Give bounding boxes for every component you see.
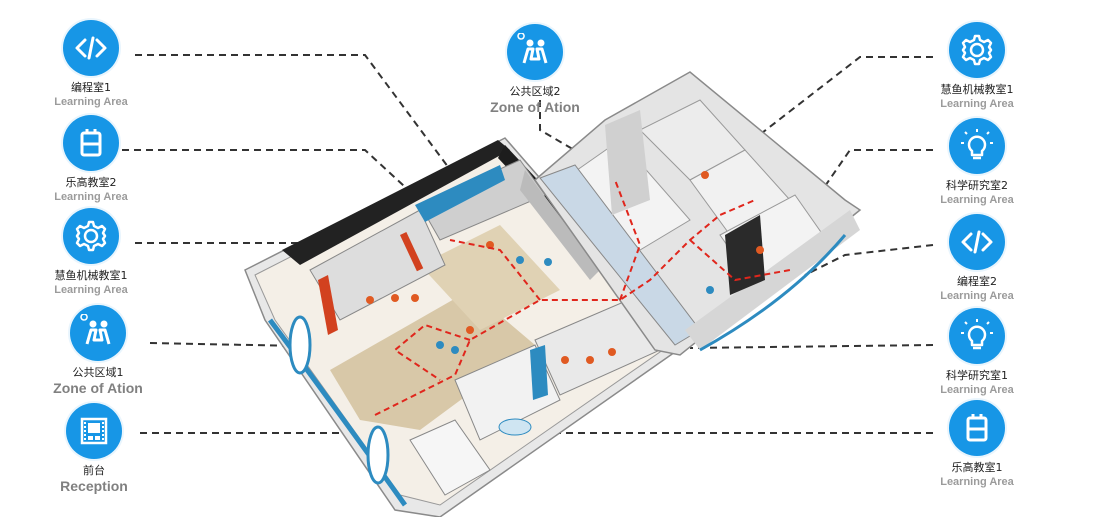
marker-fischertechnik-classroom-1-right[interactable]: 慧鱼机械教室1 Learning Area [912,22,1042,112]
marker-name: 乐高教室1 [951,461,1003,474]
marker-name: 慧鱼机械教室1 [940,83,1014,96]
marker-coding-room-2[interactable]: 编程室2 Learning Area [912,214,1042,304]
marker-name: 科学研究室1 [946,369,1008,382]
marker-name: 前台 [83,464,105,477]
marker-sub: Learning Area [54,96,128,108]
circulation-route [374,179,791,416]
code-icon [63,20,119,76]
marker-name: 乐高教室2 [65,176,117,189]
marker-name: 编程室2 [957,275,997,288]
people-icon [507,24,563,80]
lego-icon [63,115,119,171]
marker-name: 科学研究室2 [946,179,1008,192]
marker-name: 慧鱼机械教室1 [54,269,128,282]
marker-reception[interactable]: 前台 Reception [29,403,159,495]
marker-public-area-1[interactable]: 公共区域1 Zone of Ation [33,305,163,397]
marker-lego-classroom-2[interactable]: 乐高教室2 Learning Area [26,115,156,205]
marker-coding-room-1[interactable]: 编程室1 Learning Area [26,20,156,110]
marker-lego-classroom-1[interactable]: 乐高教室1 Learning Area [912,400,1042,490]
marker-name: 公共区域1 [72,366,124,379]
right-building [533,71,862,356]
marker-sub: Learning Area [940,384,1014,396]
marker-sub: Learning Area [940,476,1014,488]
marker-science-lab-1[interactable]: 科学研究室1 Learning Area [912,308,1042,398]
marker-sub: Learning Area [940,98,1014,110]
marker-sub: Reception [60,478,128,494]
lego-icon [949,400,1005,456]
marker-sub: Zone of Ation [490,99,580,115]
marker-name: 编程室1 [71,81,111,94]
marker-sub: Zone of Ation [53,380,143,396]
gear-icon [949,22,1005,78]
bulb-icon [949,118,1005,174]
marker-sub: Learning Area [940,290,1014,302]
film-icon [66,403,122,459]
marker-name: 公共区域2 [509,85,561,98]
main-building [244,137,687,517]
marker-sub: Learning Area [940,194,1014,206]
marker-sub: Learning Area [54,284,128,296]
marker-public-area-2[interactable]: 公共区域2 Zone of Ation [470,24,600,116]
gear-icon [63,208,119,264]
marker-science-lab-2[interactable]: 科学研究室2 Learning Area [912,118,1042,208]
code-icon [949,214,1005,270]
marker-sub: Learning Area [54,191,128,203]
bulb-icon [949,308,1005,364]
people-icon [70,305,126,361]
marker-fischertechnik-classroom-1[interactable]: 慧鱼机械教室1 Learning Area [26,208,156,298]
